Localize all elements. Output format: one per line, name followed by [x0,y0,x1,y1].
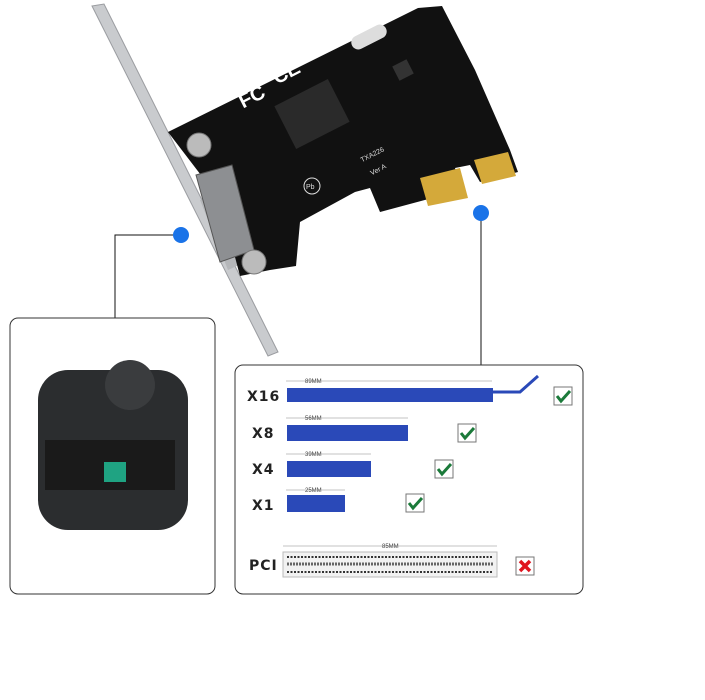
pcie-slot [287,461,371,477]
slot-label: X16 [247,389,280,405]
case-fan [105,360,155,410]
crystal [351,24,387,50]
screw [186,132,212,158]
slot-label: X4 [252,462,275,478]
slot-row-x16: X16 89MM [247,374,573,406]
check-icon [405,493,425,513]
slot-label: PCI [249,558,278,574]
callout-dot-port [173,227,189,243]
lead-free-mark [303,177,321,195]
slot-length: 39MM [305,452,322,458]
slot-length: 85MM [382,544,399,550]
slot-length: 25MM [305,488,322,494]
check-icon [553,386,573,406]
pcie-slot [287,495,345,512]
controller-chip [392,59,414,81]
pcie-slot [287,425,408,441]
slot-length: 89MM [305,379,322,385]
slot-length: 56MM [305,416,322,422]
screw [241,249,267,275]
gold-fingers [474,152,516,184]
installed-port-glow [104,462,126,482]
callout-dot-fingers [473,205,489,221]
check-icon [457,423,477,443]
slot-row-x4: X4 39MM [252,452,454,479]
slot-row-x8: X8 56MM [252,416,477,443]
slot-compat-frame [234,364,584,595]
transformer-chip [274,78,350,150]
slot-label: X1 [252,498,275,514]
pcie-slot [287,388,493,402]
lead-free-text: Pb [306,184,315,191]
slot-row-pci: PCI 85MM [249,544,535,578]
slot-label: X8 [252,426,275,442]
gold-fingers [420,168,468,206]
pcb-board [168,6,518,276]
slot-row-x1: X1 25MM [252,488,425,514]
check-icon [434,459,454,479]
